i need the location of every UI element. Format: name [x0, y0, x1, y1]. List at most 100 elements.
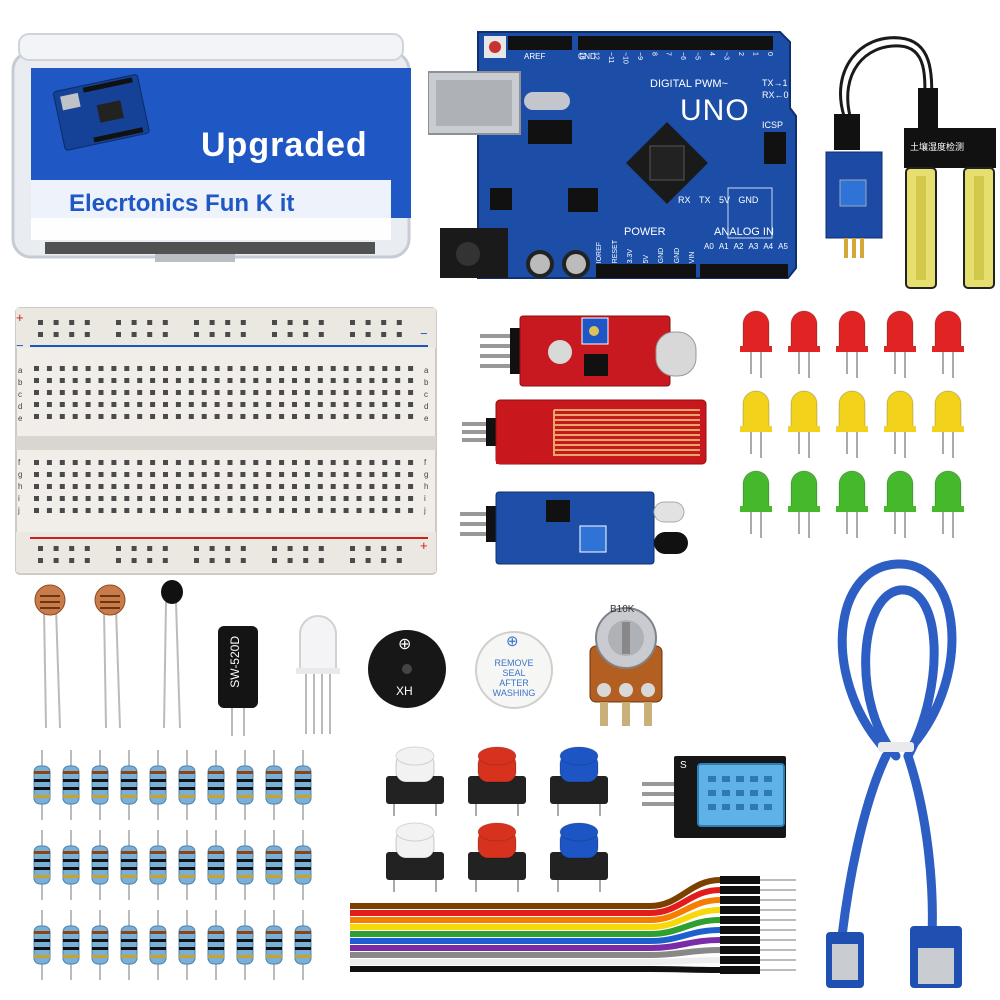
resistor — [62, 830, 80, 900]
resistor — [178, 910, 196, 980]
uno-pin-label: 4 — [708, 52, 716, 56]
jumper-wire — [350, 916, 796, 937]
breadboard-row-label: a — [18, 366, 23, 375]
resistor — [178, 830, 196, 900]
uno-pin-label: ~11 — [606, 52, 614, 64]
jumper-wire — [350, 886, 796, 916]
uno-digital-pins: 13 12 ~11 ~10 ~9 8 7 ~6 ~5 4 ~3 2 1 0 — [578, 52, 773, 64]
led — [788, 390, 820, 458]
jumper-wire — [350, 896, 796, 923]
resistor — [149, 830, 167, 900]
resistor — [149, 910, 167, 980]
uno-icsp-label: ICSP — [762, 120, 784, 130]
uno-pin-label: ~3 — [722, 52, 730, 60]
resistor — [33, 830, 51, 900]
breadboard-plus-top: + — [16, 310, 24, 325]
breadboard-row-label: h — [18, 482, 23, 491]
breadboard-row-label: i — [424, 494, 426, 503]
breadboard-row-labels-top-right: a b c d e — [424, 366, 428, 423]
uno-pin-label: A1 — [718, 242, 729, 251]
active-buzzer-label: XH — [396, 684, 413, 698]
breadboard-row-label: a — [424, 366, 429, 375]
resistor — [120, 750, 138, 820]
uno-aref-label: AREF — [524, 52, 546, 61]
resistor — [120, 830, 138, 900]
led — [836, 470, 868, 538]
push-button — [468, 746, 526, 816]
push-button — [550, 822, 608, 892]
arduino-uno-board: UNO DIGITAL PWM~ ICSP TX→1 RX←0 AREF GND… — [428, 28, 798, 290]
photoresistors — [30, 578, 200, 738]
uno-pin-label: A0 — [704, 242, 714, 251]
resistor — [33, 910, 51, 980]
led — [884, 470, 916, 538]
resistor — [149, 750, 167, 820]
push-buttons — [372, 740, 612, 892]
breadboard: + − + − a b c d e f g h i j a b c d e f … — [12, 302, 440, 578]
uno-name: UNO — [680, 94, 750, 127]
dht11-pin-label: S — [680, 760, 687, 771]
uno-pin-label: 7 — [664, 52, 672, 56]
uno-pin-label: A3 — [748, 242, 759, 251]
uno-side-label: 5V — [718, 195, 730, 205]
uno-pin-label: 0 — [765, 52, 773, 56]
uno-rx-label: RX←0 — [762, 90, 789, 100]
led — [740, 470, 772, 538]
led — [932, 310, 964, 378]
led-grid — [734, 304, 984, 540]
uno-power-pins: IOREF RESET 3.3V 5V GND GND VIN — [596, 240, 696, 263]
uno-pin-label: ~10 — [621, 52, 629, 64]
push-button — [468, 822, 526, 892]
breadboard-row-label: d — [424, 402, 429, 411]
resistor — [91, 750, 109, 820]
uno-pin-label: ~5 — [693, 52, 701, 60]
push-button — [386, 822, 444, 892]
led — [884, 390, 916, 458]
breadboard-row-label: e — [424, 414, 429, 423]
uno-pin-label: GND — [658, 247, 665, 264]
breadboard-row-label: g — [424, 470, 429, 479]
jumper-wire — [350, 926, 796, 944]
ir-obstacle-sensor — [460, 488, 704, 568]
resistor — [91, 910, 109, 980]
uno-pin-label: RESET — [611, 240, 619, 264]
breadboard-row-label: j — [18, 506, 20, 515]
soil-moisture-sensor: 土壤湿度检测 — [820, 30, 998, 292]
breadboard-row-label: h — [424, 482, 429, 491]
uno-power-label: POWER — [624, 226, 666, 238]
dht11-module: S — [642, 752, 792, 842]
uno-pin-label: A4 — [763, 242, 774, 251]
uno-pin-label: 2 — [736, 52, 744, 56]
breadboard-row-label: g — [18, 470, 23, 479]
breadboard-row-label: i — [18, 494, 20, 503]
resistor — [265, 910, 283, 980]
push-button — [550, 746, 608, 816]
water-level-sensor — [462, 396, 708, 468]
uno-pin-label: ~9 — [635, 52, 643, 60]
breadboard-row-label: e — [18, 414, 23, 423]
jumper-wire — [350, 956, 796, 965]
uno-analog-pins: A0 A1 A2 A3 A4 A5 — [704, 242, 788, 251]
resistor — [33, 750, 51, 820]
uno-pin-label: GND — [673, 247, 681, 264]
resistor — [62, 750, 80, 820]
led — [788, 470, 820, 538]
passive-buzzer-line: WASHING — [492, 688, 536, 698]
resistor — [207, 910, 225, 980]
box-title: Upgraded — [201, 126, 368, 164]
breadboard-minus-top: − — [16, 338, 24, 353]
uno-pin-label: 13 — [578, 52, 585, 60]
uno-pin-label: ~6 — [679, 52, 687, 60]
breadboard-row-labels-bottom: f g h i j — [18, 458, 22, 515]
led — [884, 310, 916, 378]
uno-analog-label: ANALOG IN — [714, 226, 774, 238]
led — [836, 390, 868, 458]
usb-cable — [812, 556, 982, 992]
active-buzzer: ⊕ XH — [366, 628, 448, 710]
uno-digital-label: DIGITAL PWM~ — [650, 78, 728, 90]
breadboard-row-label: j — [424, 506, 426, 515]
breadboard-row-label: c — [18, 390, 22, 399]
resistor — [265, 750, 283, 820]
uno-side-label: GND — [738, 195, 759, 205]
led — [932, 470, 964, 538]
